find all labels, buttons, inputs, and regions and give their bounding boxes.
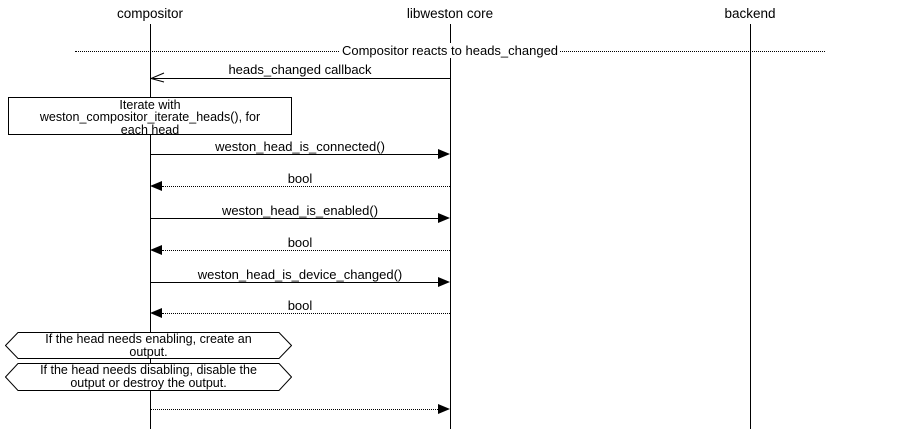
message-label-is-enabled: weston_head_is_enabled() <box>221 203 379 218</box>
note-line-1: Iterate with <box>119 98 181 112</box>
hexagon-shape <box>5 363 292 391</box>
condition-box-enabling: If the head needs enabling, create an ou… <box>5 332 292 359</box>
filled-arrowhead-right-icon <box>438 149 450 159</box>
participant-label-compositor: compositor <box>116 6 184 21</box>
message-line-is-enabled <box>151 218 438 219</box>
lifeline-backend <box>750 24 751 429</box>
message-line-final-return <box>151 409 438 410</box>
filled-arrowhead-left-icon <box>150 245 162 255</box>
message-line-bool-2 <box>162 250 450 251</box>
message-label-heads-changed-callback: heads_changed callback <box>228 62 372 77</box>
message-line-heads-changed-callback <box>153 78 450 79</box>
participant-label-libweston-core: libweston core <box>406 6 494 21</box>
message-label-bool-1: bool <box>287 171 313 186</box>
filled-arrowhead-right-icon <box>438 404 450 414</box>
condition-disabling-line-1: If the head needs disabling, disable the <box>40 363 257 378</box>
condition-disabling-line-2: output or destroy the output. <box>70 376 227 390</box>
condition-enabling-line-1: If the head needs enabling, create an <box>45 331 252 346</box>
filled-arrowhead-right-icon <box>438 277 450 287</box>
condition-enabling-line-2: output. <box>129 344 168 359</box>
message-line-is-connected <box>151 154 438 155</box>
message-line-is-device-changed <box>151 282 438 283</box>
divider-label-text: Compositor reacts to heads_changed <box>339 43 561 58</box>
message-label-is-connected: weston_head_is_connected() <box>215 139 385 154</box>
note-line-2: weston_compositor_iterate_heads(), for <box>39 110 261 125</box>
lifeline-compositor <box>150 24 151 429</box>
condition-box-disabling: If the head needs disabling, disable the… <box>5 363 292 391</box>
open-arrowhead-left-icon <box>150 72 165 83</box>
note-line-3: each head <box>120 122 180 137</box>
lifeline-libweston-core <box>450 24 451 429</box>
filled-arrowhead-left-icon <box>150 308 162 318</box>
hexagon-shape <box>5 332 292 359</box>
filled-arrowhead-left-icon <box>150 181 162 191</box>
message-label-bool-3: bool <box>287 298 313 313</box>
message-line-bool-1 <box>162 186 450 187</box>
note-iterate-heads: Iterate with weston_compositor_iterate_h… <box>8 97 292 137</box>
message-line-bool-3 <box>162 313 450 314</box>
message-label-bool-2: bool <box>287 235 313 250</box>
filled-arrowhead-right-icon <box>438 213 450 223</box>
divider-label: Compositor reacts to heads_changed <box>300 43 600 58</box>
participant-label-backend: backend <box>724 6 776 21</box>
message-label-is-device-changed: weston_head_is_device_changed() <box>197 267 403 282</box>
